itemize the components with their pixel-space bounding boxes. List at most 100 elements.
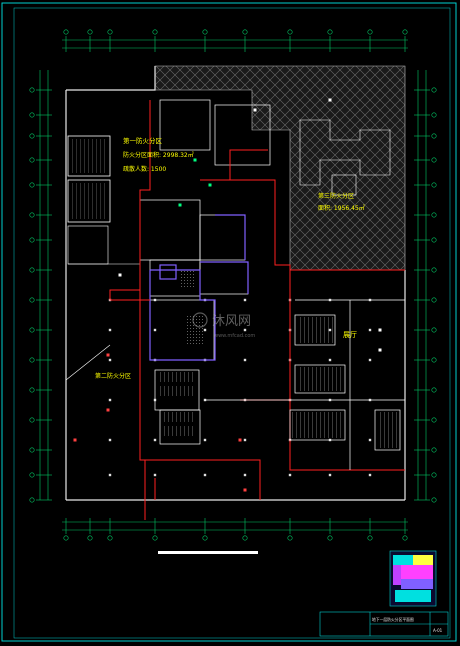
axis-bubble [431, 472, 437, 478]
axis-bubble [367, 29, 373, 35]
axis-bubble [29, 237, 35, 243]
marker [238, 438, 242, 442]
right-axis [414, 70, 437, 503]
title-block-number: A-01 [433, 628, 443, 633]
axis-bubble [29, 87, 35, 93]
column [203, 473, 207, 477]
axis-bubble [202, 29, 208, 35]
axis-bubble [287, 535, 293, 541]
axis-bubble [107, 29, 113, 35]
axis-bubble [29, 297, 35, 303]
axis-bubble [431, 387, 437, 393]
column [243, 298, 247, 302]
axis-bubble [431, 357, 437, 363]
watermark-url: www.mfcad.com [214, 333, 255, 339]
axis-bubble [402, 29, 408, 35]
axis-bubble [431, 447, 437, 453]
axis-bubble [431, 327, 437, 333]
marker [106, 353, 110, 357]
axis-bubble [327, 29, 333, 35]
purple-partitions [149, 214, 249, 361]
fire-zone-1-title: 第一防火分区 [123, 136, 163, 145]
marker [193, 158, 197, 162]
axis-bubble [431, 157, 437, 163]
column [368, 358, 372, 362]
axis-bubble [287, 29, 293, 35]
column [243, 438, 247, 442]
axis-bubble [29, 447, 35, 453]
marker [106, 408, 110, 412]
column [153, 438, 157, 442]
marker [328, 98, 332, 102]
right-hall [205, 299, 405, 470]
column [108, 358, 112, 362]
column [243, 473, 247, 477]
column [243, 358, 247, 362]
marker [178, 203, 182, 207]
column [108, 473, 112, 477]
axis-bubble [29, 417, 35, 423]
axis-bubble [29, 387, 35, 393]
axis-bubble [367, 535, 373, 541]
watermark-logo-icon [192, 312, 208, 328]
axis-bubble [431, 417, 437, 423]
drawing-title-bar [158, 551, 258, 554]
axis-bubble [431, 182, 437, 188]
column [368, 328, 372, 332]
axis-bubble [431, 267, 437, 273]
building-outline [65, 66, 406, 501]
marker [208, 183, 212, 187]
axis-bubble [431, 297, 437, 303]
marker [118, 273, 122, 277]
axis-bubble [431, 237, 437, 243]
axis-bubble [29, 182, 35, 188]
axis-bubble [152, 535, 158, 541]
fire-zone-1-occupancy: 疏散人数: 1500 [123, 165, 166, 173]
column [108, 398, 112, 402]
marker [378, 348, 382, 352]
axis-bubble [107, 535, 113, 541]
axis-bubble [29, 497, 35, 503]
fire-zone-1-area: 防火分区面积: 2998.32㎡ [123, 151, 194, 159]
column [153, 328, 157, 332]
marker [243, 488, 247, 492]
column [108, 328, 112, 332]
column [243, 328, 247, 332]
annotation-markers [73, 98, 382, 492]
marker [73, 438, 77, 442]
axis-bubble [431, 112, 437, 118]
title-block [319, 611, 449, 637]
fire-compartment-lines [109, 100, 405, 520]
axis-bubble [29, 267, 35, 273]
column [203, 438, 207, 442]
fire-zone-3-area: 面积: 1956.45㎡ [318, 204, 365, 212]
column [203, 328, 207, 332]
inner-border [13, 7, 451, 639]
hatched-zone [154, 65, 406, 271]
column [288, 473, 292, 477]
axis-bubble [29, 357, 35, 363]
axis-bubble [87, 535, 93, 541]
axis-bubble [29, 133, 35, 139]
axis-bubble [431, 87, 437, 93]
axis-bubble [29, 327, 35, 333]
left-axis [29, 70, 52, 503]
axis-bubble [242, 29, 248, 35]
column [328, 358, 332, 362]
fire-zone-2-label: 第二防火分区 [95, 372, 131, 380]
marker [378, 328, 382, 332]
axis-bubble [152, 29, 158, 35]
title-block-drawing-name: 地下一层防火分区平面图 [372, 617, 414, 622]
top-axis [62, 29, 408, 52]
leader-line [65, 344, 111, 381]
axis-bubble [87, 29, 93, 35]
right-stair-hatch [292, 317, 398, 448]
axis-bubble [242, 535, 248, 541]
axis-bubble [431, 133, 437, 139]
column [368, 438, 372, 442]
fire-zone-3-title: 第三防火分区 [318, 192, 354, 200]
legend-block [389, 550, 437, 607]
watermark: 沐风网 www.mfcad.com [192, 312, 255, 339]
axis-bubble [431, 212, 437, 218]
